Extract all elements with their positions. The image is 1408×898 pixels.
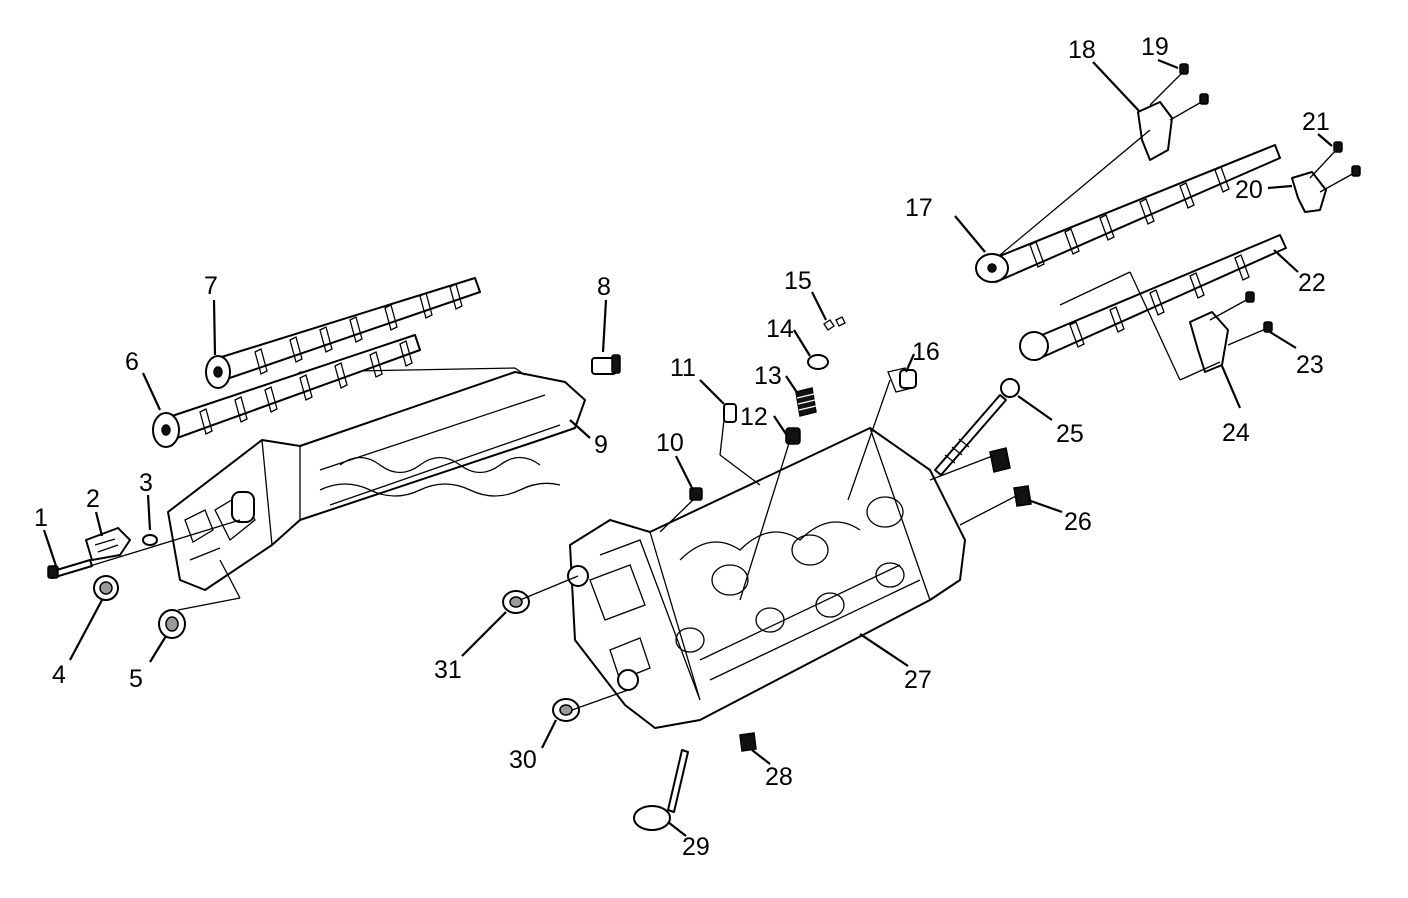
callout-9: 9 bbox=[594, 431, 608, 459]
callout-25: 25 bbox=[1056, 420, 1084, 448]
callout-5: 5 bbox=[129, 665, 143, 693]
callout-10: 10 bbox=[656, 429, 684, 457]
callout-27: 27 bbox=[904, 666, 932, 694]
callout-7: 7 bbox=[204, 272, 218, 300]
callout-29: 29 bbox=[682, 833, 710, 861]
callout-8: 8 bbox=[597, 273, 611, 301]
plug-5 bbox=[158, 609, 186, 639]
camshaft-6 bbox=[152, 334, 421, 448]
callout-20: 20 bbox=[1235, 176, 1263, 204]
plug-26 bbox=[989, 447, 1032, 507]
valve-guide-16 bbox=[887, 367, 917, 393]
valve-spring-13 bbox=[795, 387, 817, 417]
o-ring-3 bbox=[142, 534, 158, 546]
bolt-21 bbox=[1309, 141, 1361, 193]
leader-lines bbox=[42, 58, 1333, 837]
callout-11: 11 bbox=[670, 354, 696, 382]
callout-6: 6 bbox=[125, 348, 139, 376]
callout-26: 26 bbox=[1064, 508, 1092, 536]
camshaft-22 bbox=[1019, 234, 1287, 361]
camshaft-7 bbox=[205, 277, 481, 389]
cam-cap-18 bbox=[1137, 101, 1173, 161]
sensor-2 bbox=[85, 527, 131, 561]
plug-30 bbox=[552, 698, 580, 722]
callout-2: 2 bbox=[86, 485, 100, 513]
callout-15: 15 bbox=[784, 267, 812, 295]
callout-22: 22 bbox=[1298, 269, 1326, 297]
callout-30: 30 bbox=[509, 746, 537, 774]
callout-4: 4 bbox=[52, 661, 66, 689]
callout-14: 14 bbox=[766, 315, 794, 343]
plug-4 bbox=[93, 575, 119, 601]
valve-lifter-11 bbox=[723, 403, 737, 423]
callout-13: 13 bbox=[754, 362, 782, 390]
callout-21: 21 bbox=[1302, 108, 1330, 136]
callout-17: 17 bbox=[905, 194, 933, 222]
fitting-8 bbox=[591, 354, 621, 375]
callout-28: 28 bbox=[765, 763, 793, 791]
cam-cap-20 bbox=[1291, 171, 1327, 213]
bolt-10 bbox=[659, 487, 703, 533]
callout-numbers: 1 2 3 4 5 6 7 8 9 10 11 12 13 14 15 16 1… bbox=[34, 33, 1330, 861]
callout-19: 19 bbox=[1141, 33, 1169, 61]
callout-23: 23 bbox=[1296, 351, 1324, 379]
callout-24: 24 bbox=[1222, 419, 1250, 447]
camshaft-17 bbox=[975, 144, 1281, 283]
callout-16: 16 bbox=[912, 338, 940, 366]
callout-31: 31 bbox=[434, 656, 462, 684]
valve-29 bbox=[633, 749, 689, 831]
plug-28 bbox=[739, 732, 757, 752]
cam-cap-24 bbox=[1189, 311, 1229, 373]
spring-seat-14 bbox=[807, 354, 829, 370]
callout-1: 1 bbox=[34, 504, 48, 532]
bolt-23 bbox=[1209, 291, 1273, 346]
valve-seal-15 bbox=[823, 316, 846, 331]
bolt-19 bbox=[1149, 63, 1209, 121]
plug-31 bbox=[502, 590, 530, 614]
cylinder-head-27 bbox=[567, 427, 966, 729]
callout-3: 3 bbox=[139, 469, 153, 497]
callout-18: 18 bbox=[1068, 36, 1096, 64]
head-bolt-25 bbox=[934, 378, 1020, 476]
callout-12: 12 bbox=[740, 403, 768, 431]
valve-keeper-12 bbox=[785, 427, 801, 445]
